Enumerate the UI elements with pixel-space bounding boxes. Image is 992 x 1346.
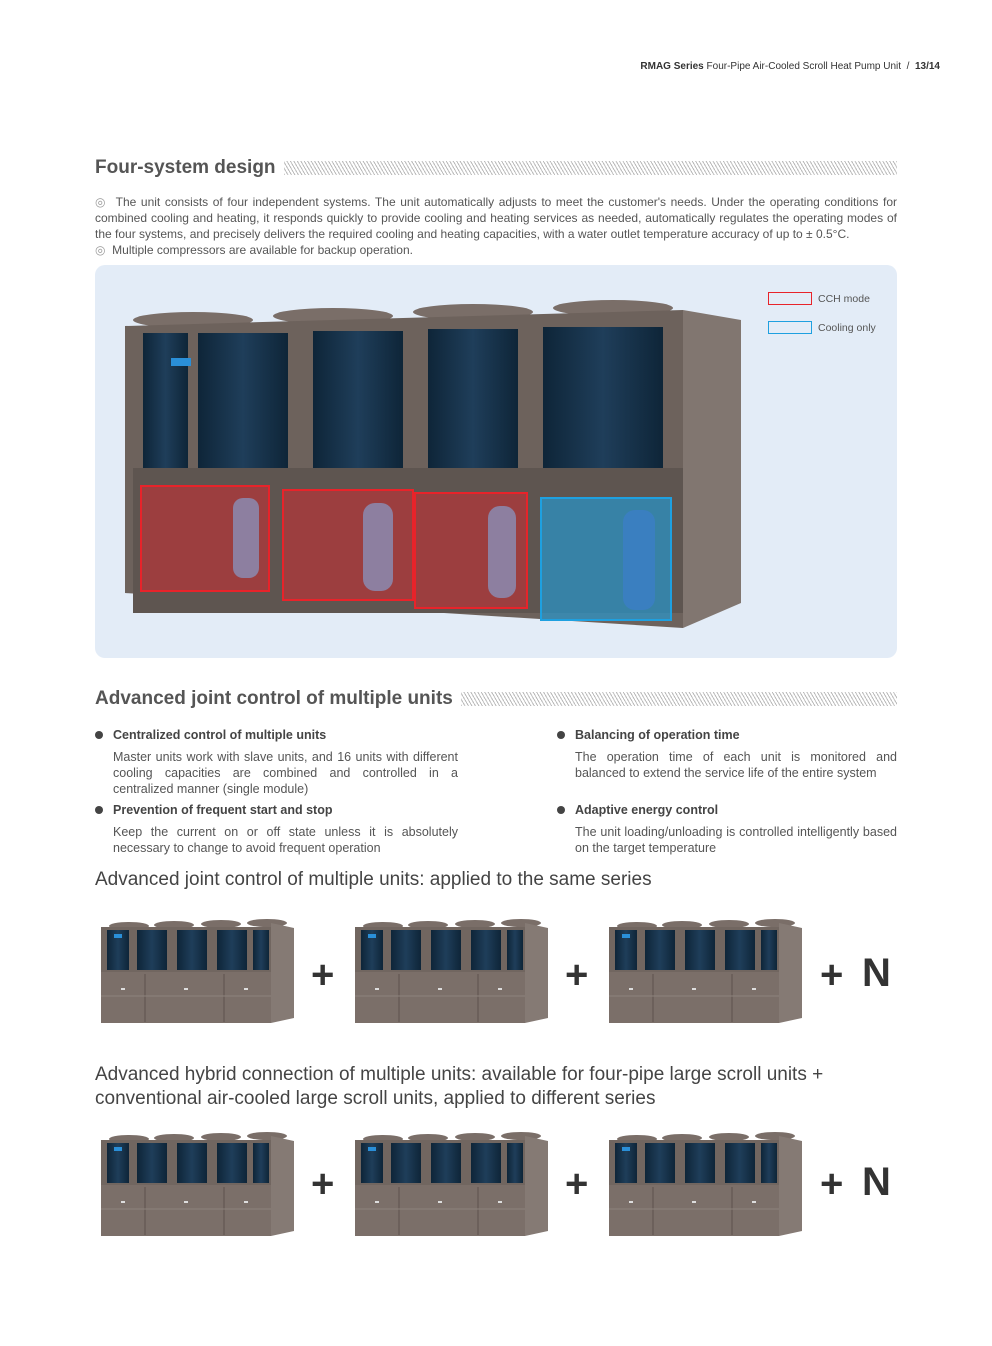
same-series-heading: Advanced joint control of multiple units…	[95, 869, 652, 890]
plus-sign: +	[311, 953, 335, 997]
plus-sign: +	[820, 1162, 844, 1206]
plus-sign: +	[565, 1162, 589, 1206]
legend-swatch-red	[768, 292, 812, 305]
feature-title: Prevention of frequent start and stop	[95, 802, 458, 818]
circle-bullet-icon: ◎	[95, 195, 107, 209]
unit-image	[99, 1131, 296, 1238]
feature-title: Balancing of operation time	[557, 727, 897, 743]
feature-balancing: Balancing of operation time The operatio…	[557, 727, 897, 781]
legend-label: CCH mode	[818, 292, 870, 305]
feature-title: Adaptive energy control	[557, 802, 897, 818]
section-title-four-system: Four-system design	[95, 157, 897, 179]
unit-image	[353, 918, 550, 1025]
unit-image	[607, 918, 804, 1025]
feature-title: Centralized control of multiple units	[95, 727, 458, 743]
point-text: Multiple compressors are available for b…	[112, 243, 413, 257]
page-number: 13/14	[914, 61, 940, 72]
four-system-description: ◎ The unit consists of four independent …	[95, 194, 897, 258]
feature-desc: Keep the current on or off state unless …	[113, 825, 458, 855]
n-label: N	[862, 1160, 891, 1204]
n-label: N	[862, 951, 891, 995]
legend-swatch-blue	[768, 321, 812, 334]
legend-cch-mode: CCH mode	[768, 292, 870, 305]
hatch-divider	[460, 692, 897, 706]
circle-bullet-icon: ◎	[95, 243, 106, 257]
unit-image	[607, 1131, 804, 1238]
header-separator: /	[906, 61, 910, 72]
four-system-unit-illustration	[125, 300, 741, 628]
feature-prevention: Prevention of frequent start and stop Ke…	[95, 802, 458, 856]
legend-label: Cooling only	[818, 321, 876, 334]
unit-image	[353, 1131, 550, 1238]
feature-desc: The unit loading/unloading is controlled…	[575, 825, 897, 855]
plus-sign: +	[311, 1162, 335, 1206]
feature-desc: The operation time of each unit is monit…	[575, 750, 897, 780]
product-name: Four-Pipe Air-Cooled Scroll Heat Pump Un…	[706, 61, 902, 72]
section-title-text: Four-system design	[95, 157, 276, 178]
point-text: The unit consists of four independent sy…	[95, 195, 897, 241]
legend-cooling-only: Cooling only	[768, 321, 876, 334]
unit-image	[99, 918, 296, 1025]
feature-adaptive: Adaptive energy control The unit loading…	[557, 802, 897, 856]
plus-sign: +	[820, 953, 844, 997]
unit-diagram-panel: CCH mode Cooling only	[95, 265, 897, 658]
series-name: RMAG Series	[640, 61, 704, 72]
plus-sign: +	[565, 953, 589, 997]
hybrid-heading: Advanced hybrid connection of multiple u…	[95, 1064, 824, 1109]
feature-desc: Master units work with slave units, and …	[113, 750, 458, 796]
section-title-joint-control: Advanced joint control of multiple units	[95, 688, 897, 710]
feature-centralized-control: Centralized control of multiple units Ma…	[95, 727, 458, 797]
page-header: RMAG Series Four-Pipe Air-Cooled Scroll …	[640, 61, 940, 72]
hatch-divider	[283, 161, 897, 175]
section-title-text: Advanced joint control of multiple units	[95, 688, 453, 709]
